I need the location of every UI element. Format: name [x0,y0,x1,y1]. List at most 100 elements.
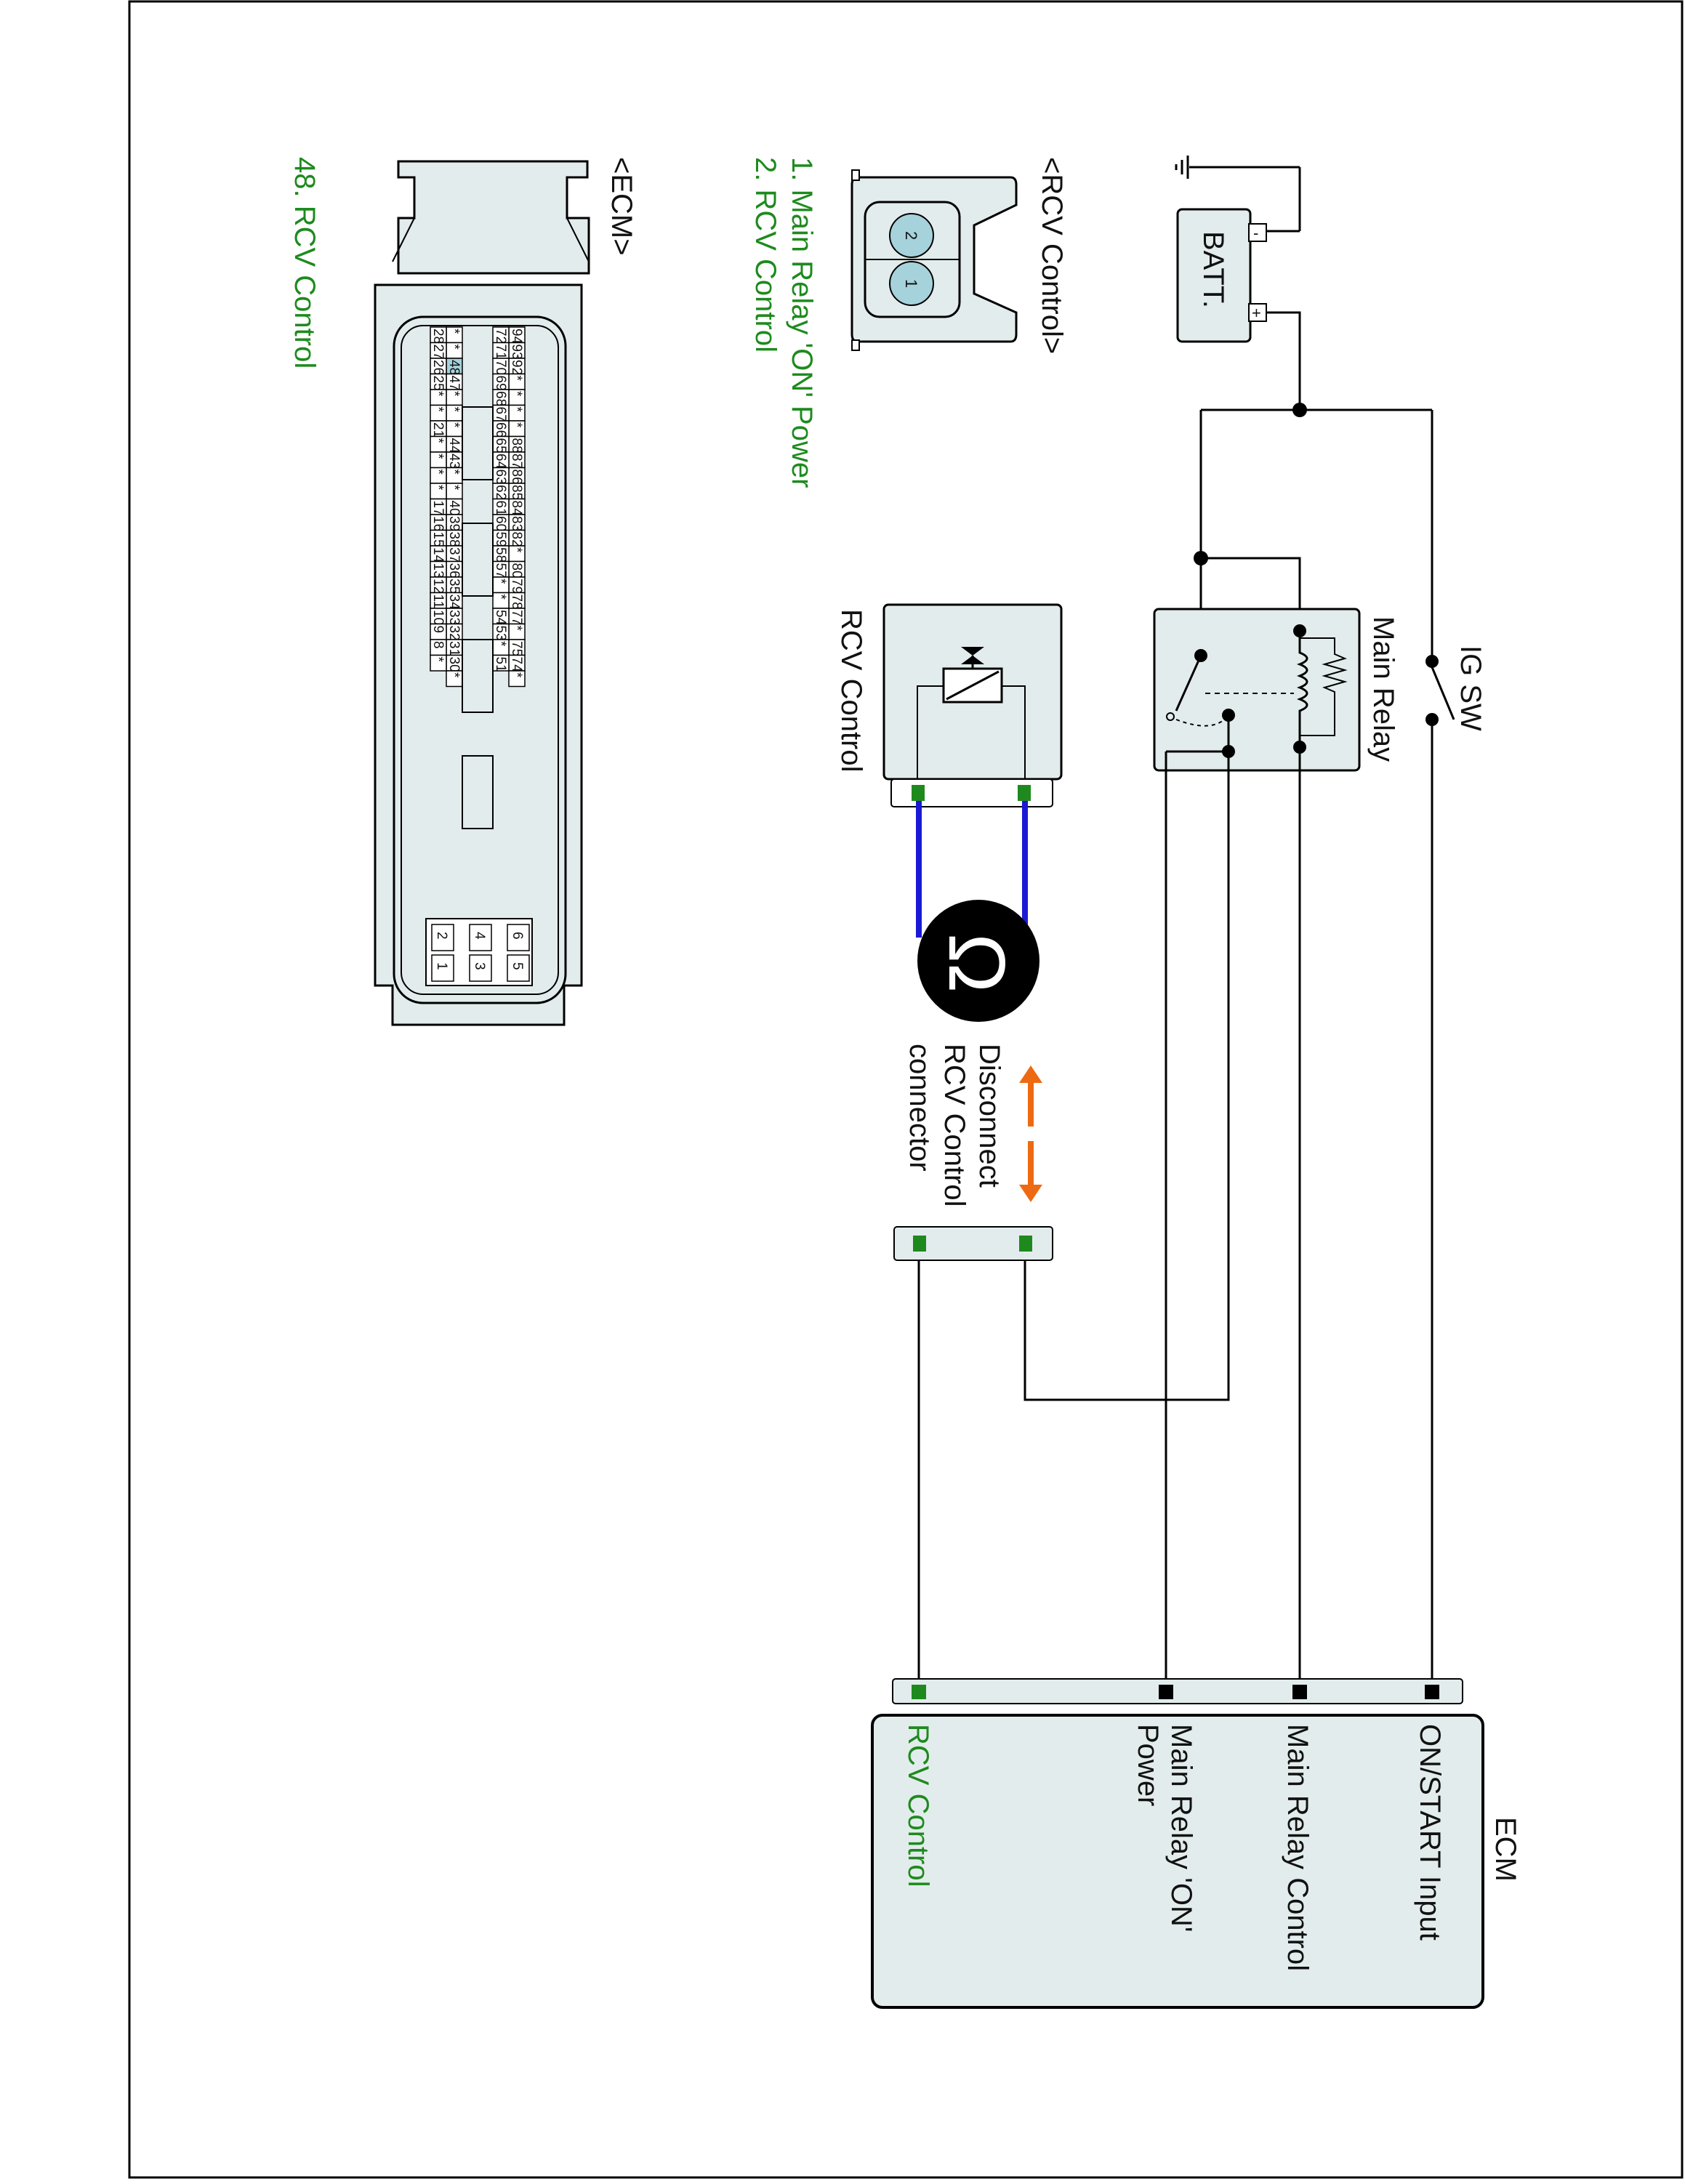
disconnect-line-1: Disconnect [973,1044,1005,1188]
ecm-pin-number: 58 [493,547,508,563]
ecm-pin-number: * [446,470,462,475]
ground-icon [1175,156,1198,179]
rcv-pin-function-1: 1. Main Relay 'ON' Power [786,157,818,488]
ecm-pin-number: 88 [509,438,524,454]
ecm-power-pin-number: 1 [434,962,449,970]
ecm-pin-on-start: ON/START Input [1414,1724,1446,1941]
ecm-pin-number: 77 [509,610,524,625]
ohm-icon: Ω [932,933,1021,993]
ecm-power-pin [469,924,492,951]
ecm-pin-number: 72 [493,329,508,344]
disconnect-line-3: connector [904,1044,936,1172]
ecm-pin-number: 79 [509,579,524,594]
ecm-pin-number: 30 [446,657,462,672]
ecm-pin-function: 48. RCV Control [289,157,321,368]
ecm-pin-number: 31 [446,641,462,656]
ecm-pin-number: 54 [493,610,508,626]
ecm-pin-number: 64 [493,454,508,470]
ecm-pin-number: 33 [446,610,462,625]
ecm-pin-number: 82 [509,532,524,547]
ecm-pin-number: 51 [493,657,508,672]
ecm-pin-number: 92 [509,360,524,375]
ecm-pin-number: 60 [493,516,508,531]
disconnect-note: Disconnect RCV Control connector [904,1044,1042,1207]
rcv-pin-2: 2 [902,231,920,240]
disconnect-line-2: RCV Control [938,1044,970,1207]
ohmmeter: Ω [916,801,1039,1022]
ecm-module: ECM ON/START Input Main Relay Control Ma… [871,1678,1521,2009]
ecm-box-title: ECM [1489,1817,1521,1882]
ecm-pin-number: 44 [446,438,462,454]
harness-connector [893,1226,1053,1693]
ecm-pin-number: * [430,407,446,413]
ecm-pin-number: 65 [493,438,508,454]
ecm-pin-number: * [446,329,462,334]
ecm-pin-number: 47 [446,376,462,391]
ecm-connector-view: <ECM> 949392****88878685848382*80797877*… [289,157,638,1026]
ecm-power-pin-number: 6 [510,932,525,940]
ecm-pin-number: * [509,391,524,397]
ecm-pin-number: 43 [446,454,462,469]
ecm-pin-number: 12 [430,579,446,594]
ecm-pin-number: 35 [446,579,462,594]
ecm-power-pin [507,954,530,982]
ecm-pin-cell [508,670,526,688]
ecm-pin-number: * [509,547,524,553]
ecm-power-pin [469,954,492,982]
ecm-pin-number: 16 [430,516,446,531]
ecm-pin-number: 87 [509,454,524,469]
ecm-pin-number: 17 [430,501,446,516]
ecm-pin-number: 40 [446,501,462,516]
ecm-pin-number: 62 [493,485,508,500]
ecm-power-pin [431,954,454,982]
page-frame [128,0,1684,2179]
ecm-pin-number: * [509,407,524,413]
ecm-power-pin-number: 5 [510,962,525,970]
ecm-pin-number: 15 [430,532,446,547]
ecm-pin-number: 10 [430,610,446,625]
ecm-pin-number: * [509,626,524,632]
rcv-pin-function-2: 2. RCV Control [749,157,781,352]
ecm-pin-number: 85 [509,485,524,500]
ecm-pin-number: * [446,407,462,413]
ecm-pin-number: 57 [493,563,508,579]
ecm-pin-number: 26 [430,360,446,375]
main-relay: Main Relay [1153,608,1399,772]
ecm-power-pin [431,924,454,951]
battery-minus-sign: - [1253,224,1258,242]
ecm-power-pin-number: 2 [434,932,449,940]
ig-sw-label: IG SW [1455,645,1487,731]
ecm-pin-number: 39 [446,516,462,531]
schematic-page: - + BATT. IG SW Main Relay [131,3,1681,2176]
ecm-pin-number: * [493,641,508,647]
ecm-pin-number: 74 [509,657,524,673]
ecm-pin-number: 68 [493,391,508,406]
ecm-pin-number: * [509,376,524,382]
ecm-pin-number: 84 [509,501,524,517]
ecm-key-slot [462,639,494,713]
ecm-pin-number: 34 [446,595,462,611]
ecm-pin-number: * [509,672,524,678]
ecm-pin-number: 36 [446,563,462,579]
battery-plus-sign: + [1252,304,1261,322]
bus-junction [1292,403,1307,417]
ecm-pin-number: 37 [446,547,462,563]
ecm-pin-number: * [509,422,524,428]
ecm-pin-number: * [430,391,446,397]
ecm-pin-number: * [493,579,508,584]
ecm-key-slot [462,755,494,829]
ecm-pin-number: * [446,422,462,428]
ecm-pin-number: * [446,344,462,350]
ecm-pin-number: * [446,672,462,678]
ecm-pin-rcv-control: RCV Control [902,1724,934,1887]
ecm-pin-number: 53 [493,626,508,641]
ecm-pin-number: 94 [509,329,524,344]
ecm-pin-number: 38 [446,532,462,547]
ecm-pin-number: 83 [509,516,524,531]
rcv-pin-1: 1 [902,279,920,288]
ecm-pin-number: 48 [446,360,462,375]
ecm-connector-title: <ECM> [606,157,638,256]
ecm-pin-number: 11 [430,595,446,609]
